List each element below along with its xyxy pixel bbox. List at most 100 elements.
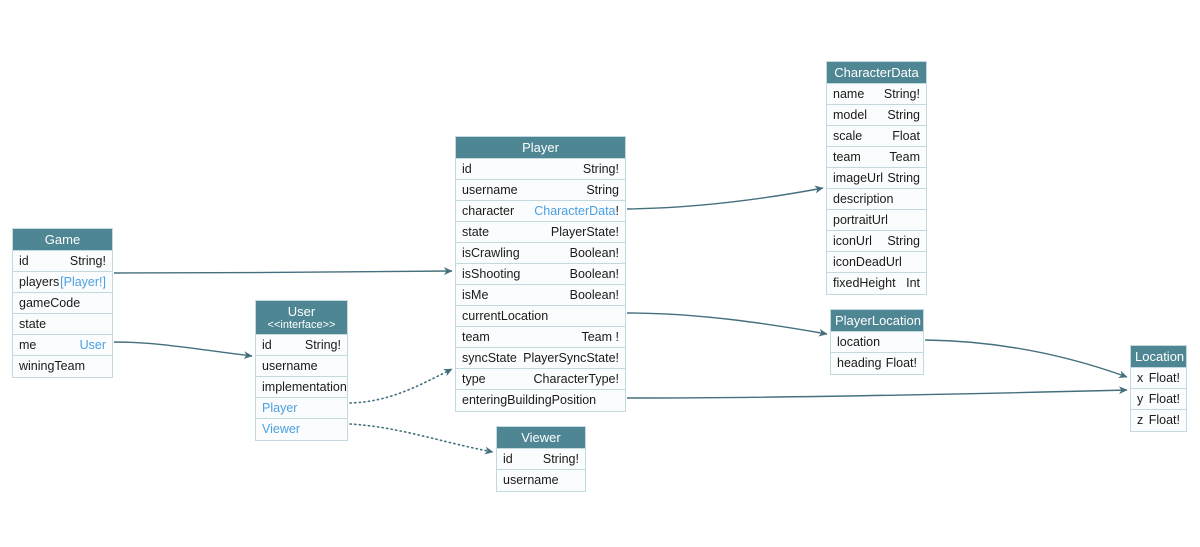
field-type[interactable]: [Player!] xyxy=(60,275,106,289)
entity-game-title: Game xyxy=(13,229,112,251)
edge-player-character-to-characterdata xyxy=(626,185,824,210)
field-type: Float xyxy=(892,129,920,143)
field-type[interactable]: CharacterData! xyxy=(534,204,619,218)
field-name: players xyxy=(19,275,60,289)
field-row[interactable]: id String! xyxy=(497,449,585,470)
field-row[interactable]: iconDeadUrlString xyxy=(827,252,926,273)
field-type: String xyxy=(586,183,619,197)
field-type: Float! xyxy=(1148,371,1180,385)
field-type[interactable]: User xyxy=(79,338,106,352)
entity-viewer-title: Viewer xyxy=(497,427,585,449)
implementation-item[interactable]: Viewer xyxy=(256,419,347,440)
field-name: scale xyxy=(833,129,863,143)
field-row[interactable]: locationLocation! xyxy=(831,332,923,353)
field-name: isCrawling xyxy=(462,246,520,260)
field-type: String xyxy=(546,490,579,491)
field-row[interactable]: z Float! xyxy=(1131,410,1186,431)
field-name: character xyxy=(462,204,515,218)
implementation-item[interactable]: Player xyxy=(256,398,347,419)
entity-characterdata-title: CharacterData xyxy=(827,62,926,84)
field-row[interactable]: currentLocationPlayerLocation! xyxy=(456,306,625,327)
field-type: CharacterType! xyxy=(533,372,619,386)
field-type: Team xyxy=(889,150,920,164)
field-type: Team xyxy=(75,376,106,377)
field-row[interactable]: descriptionString xyxy=(827,189,926,210)
field-name: portraitUrl xyxy=(833,213,888,227)
field-row[interactable]: scale Float xyxy=(827,126,926,147)
field-row[interactable]: gameCodeString! xyxy=(13,293,112,314)
field-row[interactable]: winingTeamTeam xyxy=(13,356,112,377)
entity-game[interactable]: GameidString!players[Player!]gameCodeStr… xyxy=(12,228,113,378)
field-type: Float! xyxy=(885,356,917,370)
edge-game-players-to-player xyxy=(113,267,453,275)
field-type: PlayerState! xyxy=(550,225,619,239)
field-type: Team ! xyxy=(581,330,619,344)
entity-player-title: Player xyxy=(456,137,625,159)
field-name: id xyxy=(19,254,29,268)
field-name: id xyxy=(262,338,272,352)
entity-user[interactable]: User<<interface>> id String! usernameString… xyxy=(255,300,348,441)
field-type: String! xyxy=(69,254,106,268)
field-name: enteringBuildingPosition xyxy=(462,393,597,407)
field-name: z xyxy=(1137,413,1144,427)
field-name: id xyxy=(503,452,513,466)
field-type: Float! xyxy=(1148,413,1180,427)
field-name: username xyxy=(503,473,559,487)
field-name: winingTeam xyxy=(19,359,86,373)
field-row[interactable]: id String! xyxy=(13,251,112,272)
edge-playerlocation-location-to-location xyxy=(924,339,1128,378)
field-name: isShooting xyxy=(462,267,521,281)
field-type[interactable]: Location xyxy=(572,410,619,411)
field-type: String! xyxy=(542,452,579,466)
field-row[interactable]: stateGameState! xyxy=(13,314,112,335)
implementations-header: implementations xyxy=(256,377,347,398)
field-row[interactable]: enteringBuildingPositionLocation xyxy=(456,390,625,411)
edge-player-currentlocation-to-playerlocation xyxy=(626,312,828,337)
field-row[interactable]: character CharacterData! xyxy=(456,201,625,222)
field-row[interactable]: x Float! xyxy=(1131,368,1186,389)
field-name: state xyxy=(19,317,47,331)
field-name: y xyxy=(1137,392,1144,406)
entity-playerlocation[interactable]: PlayerLocationlocationLocation!headingFl… xyxy=(830,309,924,375)
field-type: Boolean! xyxy=(569,288,619,302)
field-row[interactable]: players[Player!] xyxy=(13,272,112,293)
field-name: username xyxy=(262,359,318,373)
field-name: fixedHeight xyxy=(833,276,896,290)
field-type: String! xyxy=(582,162,619,176)
field-row[interactable]: id String! xyxy=(256,335,347,356)
field-name: x xyxy=(1137,371,1144,385)
field-type: String xyxy=(887,171,920,185)
field-type: String! xyxy=(304,338,341,352)
field-row[interactable]: portraitUrlString xyxy=(827,210,926,231)
field-name: isMe xyxy=(462,288,489,302)
edge-user-viewer-implements xyxy=(349,423,494,455)
entity-location-title: Location xyxy=(1131,346,1186,368)
field-row[interactable]: isMe Boolean! xyxy=(456,285,625,306)
entity-user-title: User<<interface>> xyxy=(256,301,347,335)
entity-playerlocation-title: PlayerLocation xyxy=(831,310,923,332)
